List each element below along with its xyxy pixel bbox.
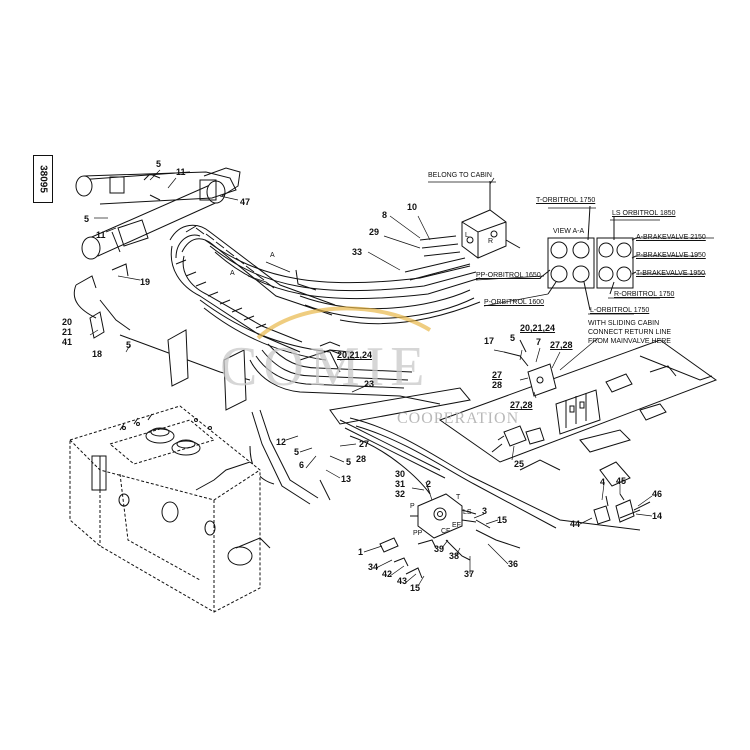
part-number: 1 [358, 547, 364, 557]
part-number: 18 [92, 349, 103, 359]
port-letter-ef: EF [452, 522, 461, 529]
leader-lines [89, 169, 714, 587]
callout-p-orbitrol: P-ORBITROL 1600 [484, 299, 545, 306]
brake-valve-group [379, 481, 521, 579]
callout-p-brakevalve: P-BRAKEVALVE 1950 [636, 252, 706, 259]
hydraulic-tank [69, 405, 261, 613]
part-number: 34 [368, 562, 379, 572]
part-number: 27,28 [550, 340, 573, 350]
part-number: 11 [176, 167, 186, 177]
port-letter-cf: CF [441, 528, 451, 535]
part-number: 5 [156, 159, 162, 169]
part-number: 10 [407, 202, 418, 212]
callout-view-aa: VIEW A-A [553, 228, 585, 235]
part-number: 29 [369, 227, 380, 237]
watermark-logo: COMIE [220, 336, 431, 398]
section-mark-a-1: A [270, 252, 275, 259]
callout-t-orbitrol: T-ORBITROL 1750 [536, 197, 596, 204]
part-number: 33 [352, 247, 363, 257]
mounting-brackets [75, 263, 247, 411]
callout-belong-to-cabin: BELONG TO CABIN [428, 172, 492, 179]
part-number: 7 [536, 337, 542, 347]
document-number-box: 38095 [33, 155, 53, 203]
part-number: 46 [652, 489, 663, 499]
part-number: 19 [140, 277, 151, 287]
section-mark-a-2: A [230, 270, 235, 277]
callout-pp-orbitrol: PP-ORBITROL 1650 [476, 272, 541, 279]
callout-l-orbitrol: L-ORBITROL 1750 [590, 307, 650, 314]
part-number: 25 [514, 459, 525, 469]
part-number: 43 [397, 576, 408, 586]
part-number: 11 [96, 230, 106, 240]
part-number: 20 [62, 317, 73, 327]
part-number: 41 [62, 337, 73, 347]
part-number: 5 [126, 340, 132, 350]
callout-a-brakevalve: A-BRAKEVALVE 2150 [636, 234, 706, 241]
part-number: 39 [434, 544, 445, 554]
callout-sliding-cabin-1: WITH SLIDING CABIN [588, 320, 660, 327]
part-number: 27 [359, 439, 370, 449]
part-number: 44 [570, 519, 581, 529]
tank-details [91, 413, 271, 566]
drag-chain [169, 224, 481, 373]
part-number: 5 [510, 333, 516, 343]
part-number: 12 [276, 437, 287, 447]
filter-fittings [593, 493, 651, 525]
port-letter-l: L [465, 232, 469, 239]
part-number: 6 [299, 460, 305, 470]
part-number: 5 [294, 447, 300, 457]
part-number: 31 [395, 479, 406, 489]
document-number: 38095 [37, 165, 49, 193]
part-number: 47 [240, 197, 251, 207]
support-plate [438, 339, 718, 487]
part-number: 28 [356, 454, 367, 464]
port-letter-r: R [488, 238, 494, 245]
part-number: 23 [364, 379, 375, 389]
port-letter-t: T [456, 494, 461, 501]
port-letter-pp: PP [413, 530, 423, 537]
part-number: 28 [492, 380, 503, 390]
part-number: 4 [600, 477, 606, 487]
part-number: 20,21,24 [337, 350, 373, 360]
part-number: 13 [341, 474, 352, 484]
callout-sliding-cabin-2: CONNECT RETURN LINE [588, 329, 672, 336]
part-number: 5 [346, 457, 352, 467]
port-letter-ls: LS [463, 509, 472, 516]
part-number: 45 [616, 476, 627, 486]
part-number: 37 [464, 569, 475, 579]
view-aa-ports [539, 205, 637, 311]
part-number: 27,28 [510, 400, 533, 410]
callout-sliding-cabin-3: FROM MAINVALVE HERE [588, 338, 671, 345]
part-number: 15 [410, 583, 421, 593]
callout-ls-orbitrol: LS ORBITROL 1850 [612, 210, 676, 217]
part-number: 8 [382, 210, 388, 220]
steering-cylinder [75, 167, 241, 260]
part-number: 3 [482, 506, 488, 516]
part-number: 42 [382, 569, 393, 579]
callout-r-orbitrol: R-ORBITROL 1750 [614, 291, 675, 298]
part-number: 21 [62, 327, 73, 337]
part-number: 27 [492, 370, 503, 380]
main-hose-bundle [249, 341, 471, 479]
part-number: 30 [395, 469, 406, 479]
part-number: 14 [652, 511, 663, 521]
part-number: 36 [508, 559, 519, 569]
part-number: 2 [426, 479, 432, 489]
part-number: 17 [484, 336, 495, 346]
part-number: 38 [449, 551, 460, 561]
part-number: 32 [395, 489, 406, 499]
part-number: 15 [497, 515, 508, 525]
part-number: 5 [84, 214, 90, 224]
watermark-arc [256, 306, 432, 340]
watermark-subtitle: COOPERATION [397, 410, 520, 427]
port-letter-p: P [410, 503, 415, 510]
part-number: 20,21,24 [520, 323, 556, 333]
callout-t-brakevalve: T-BRAKEVALVE 1950 [636, 270, 705, 277]
